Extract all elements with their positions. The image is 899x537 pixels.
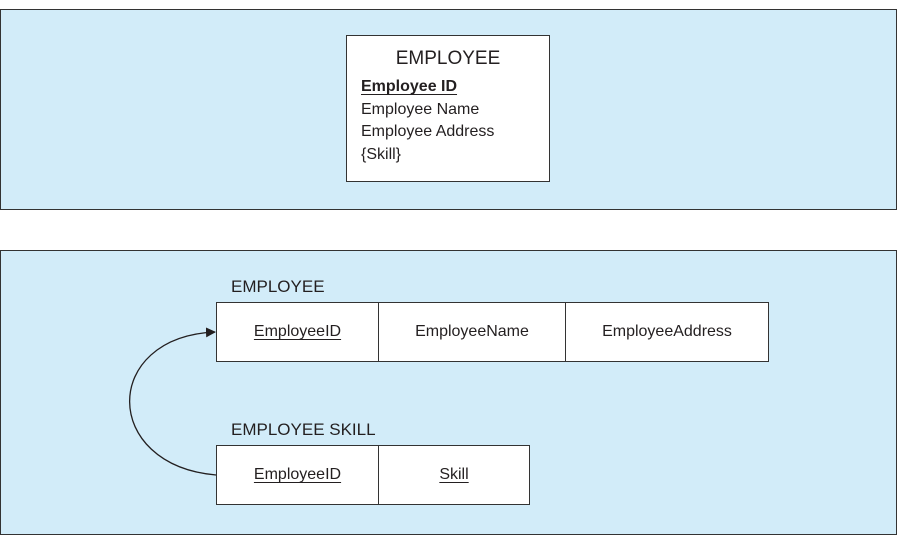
relation-column: EmployeeAddress: [566, 302, 769, 362]
attribute-multivalued: {Skill}: [361, 145, 402, 163]
relation-name: EMPLOYEE: [231, 277, 325, 296]
entity-title: EMPLOYEE: [395, 48, 501, 69]
employee-entity-box: EMPLOYEE Employee ID Employee Name Emplo…: [346, 35, 550, 182]
relation-column-key: EmployeeID: [216, 302, 379, 362]
conceptual-model-panel: EMPLOYEE Employee ID Employee Name Emplo…: [0, 9, 897, 210]
attribute-list: Employee ID Employee Name Employee Addre…: [361, 76, 494, 166]
relation-column-key: Skill: [379, 445, 530, 505]
attribute-identifier: Employee ID: [361, 78, 458, 95]
column-label: EmployeeName: [415, 323, 529, 340]
column-label: EmployeeID: [253, 323, 342, 340]
employee-skill-relation-table: EmployeeID Skill: [216, 445, 530, 505]
column-label: EmployeeAddress: [602, 323, 732, 340]
relational-model-panel: EMPLOYEE EmployeeID EmployeeName Employe…: [0, 250, 897, 535]
relation-column-key: EmployeeID: [216, 445, 379, 505]
relation-column: EmployeeName: [379, 302, 566, 362]
column-label: EmployeeID: [253, 466, 342, 483]
foreign-key-arrow-line: [129, 327, 217, 476]
employee-relation-table: EmployeeID EmployeeName EmployeeAddress: [216, 302, 769, 362]
relation-name: EMPLOYEE SKILL: [231, 420, 376, 439]
attribute: Employee Name: [361, 100, 480, 118]
foreign-key-arrow: [129, 327, 217, 476]
attribute: Employee Address: [361, 123, 495, 140]
column-label: Skill: [439, 466, 469, 483]
